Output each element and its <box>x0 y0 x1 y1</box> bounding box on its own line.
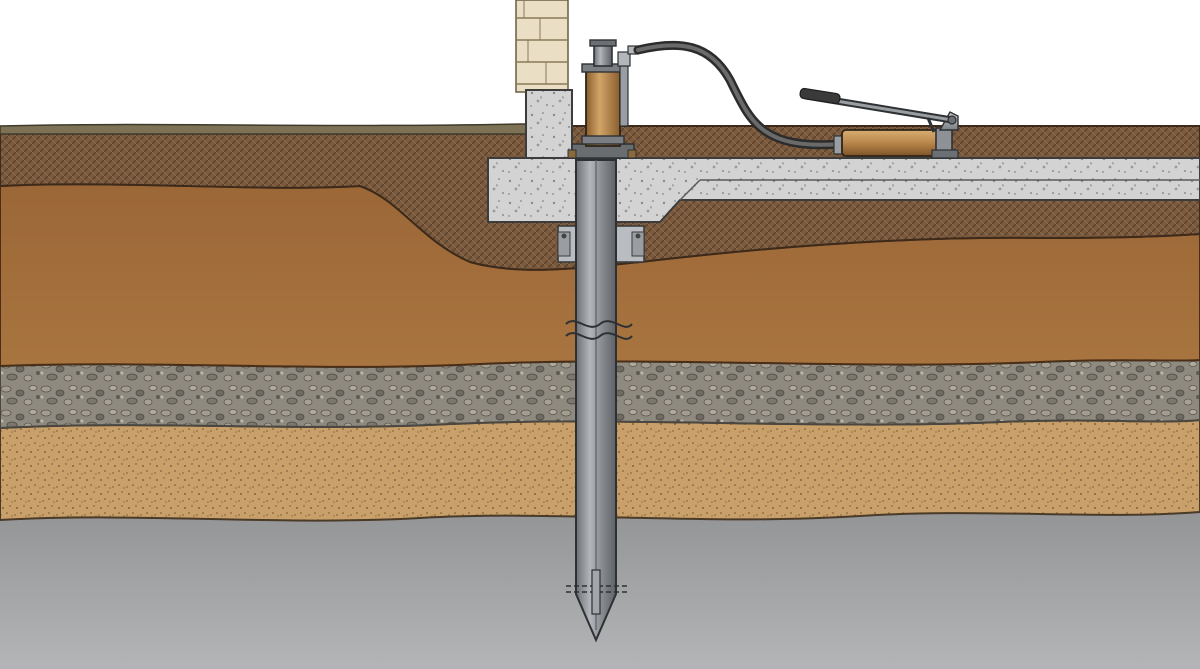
hand-hydraulic-pump <box>841 129 939 157</box>
concrete-footing <box>525 89 573 159</box>
hydraulic-jack-cylinder <box>585 65 621 147</box>
pier-coupler <box>591 569 601 615</box>
ground-surface <box>0 123 531 135</box>
pier-break-symbol <box>565 320 633 328</box>
pump-handle-grip <box>799 87 841 105</box>
